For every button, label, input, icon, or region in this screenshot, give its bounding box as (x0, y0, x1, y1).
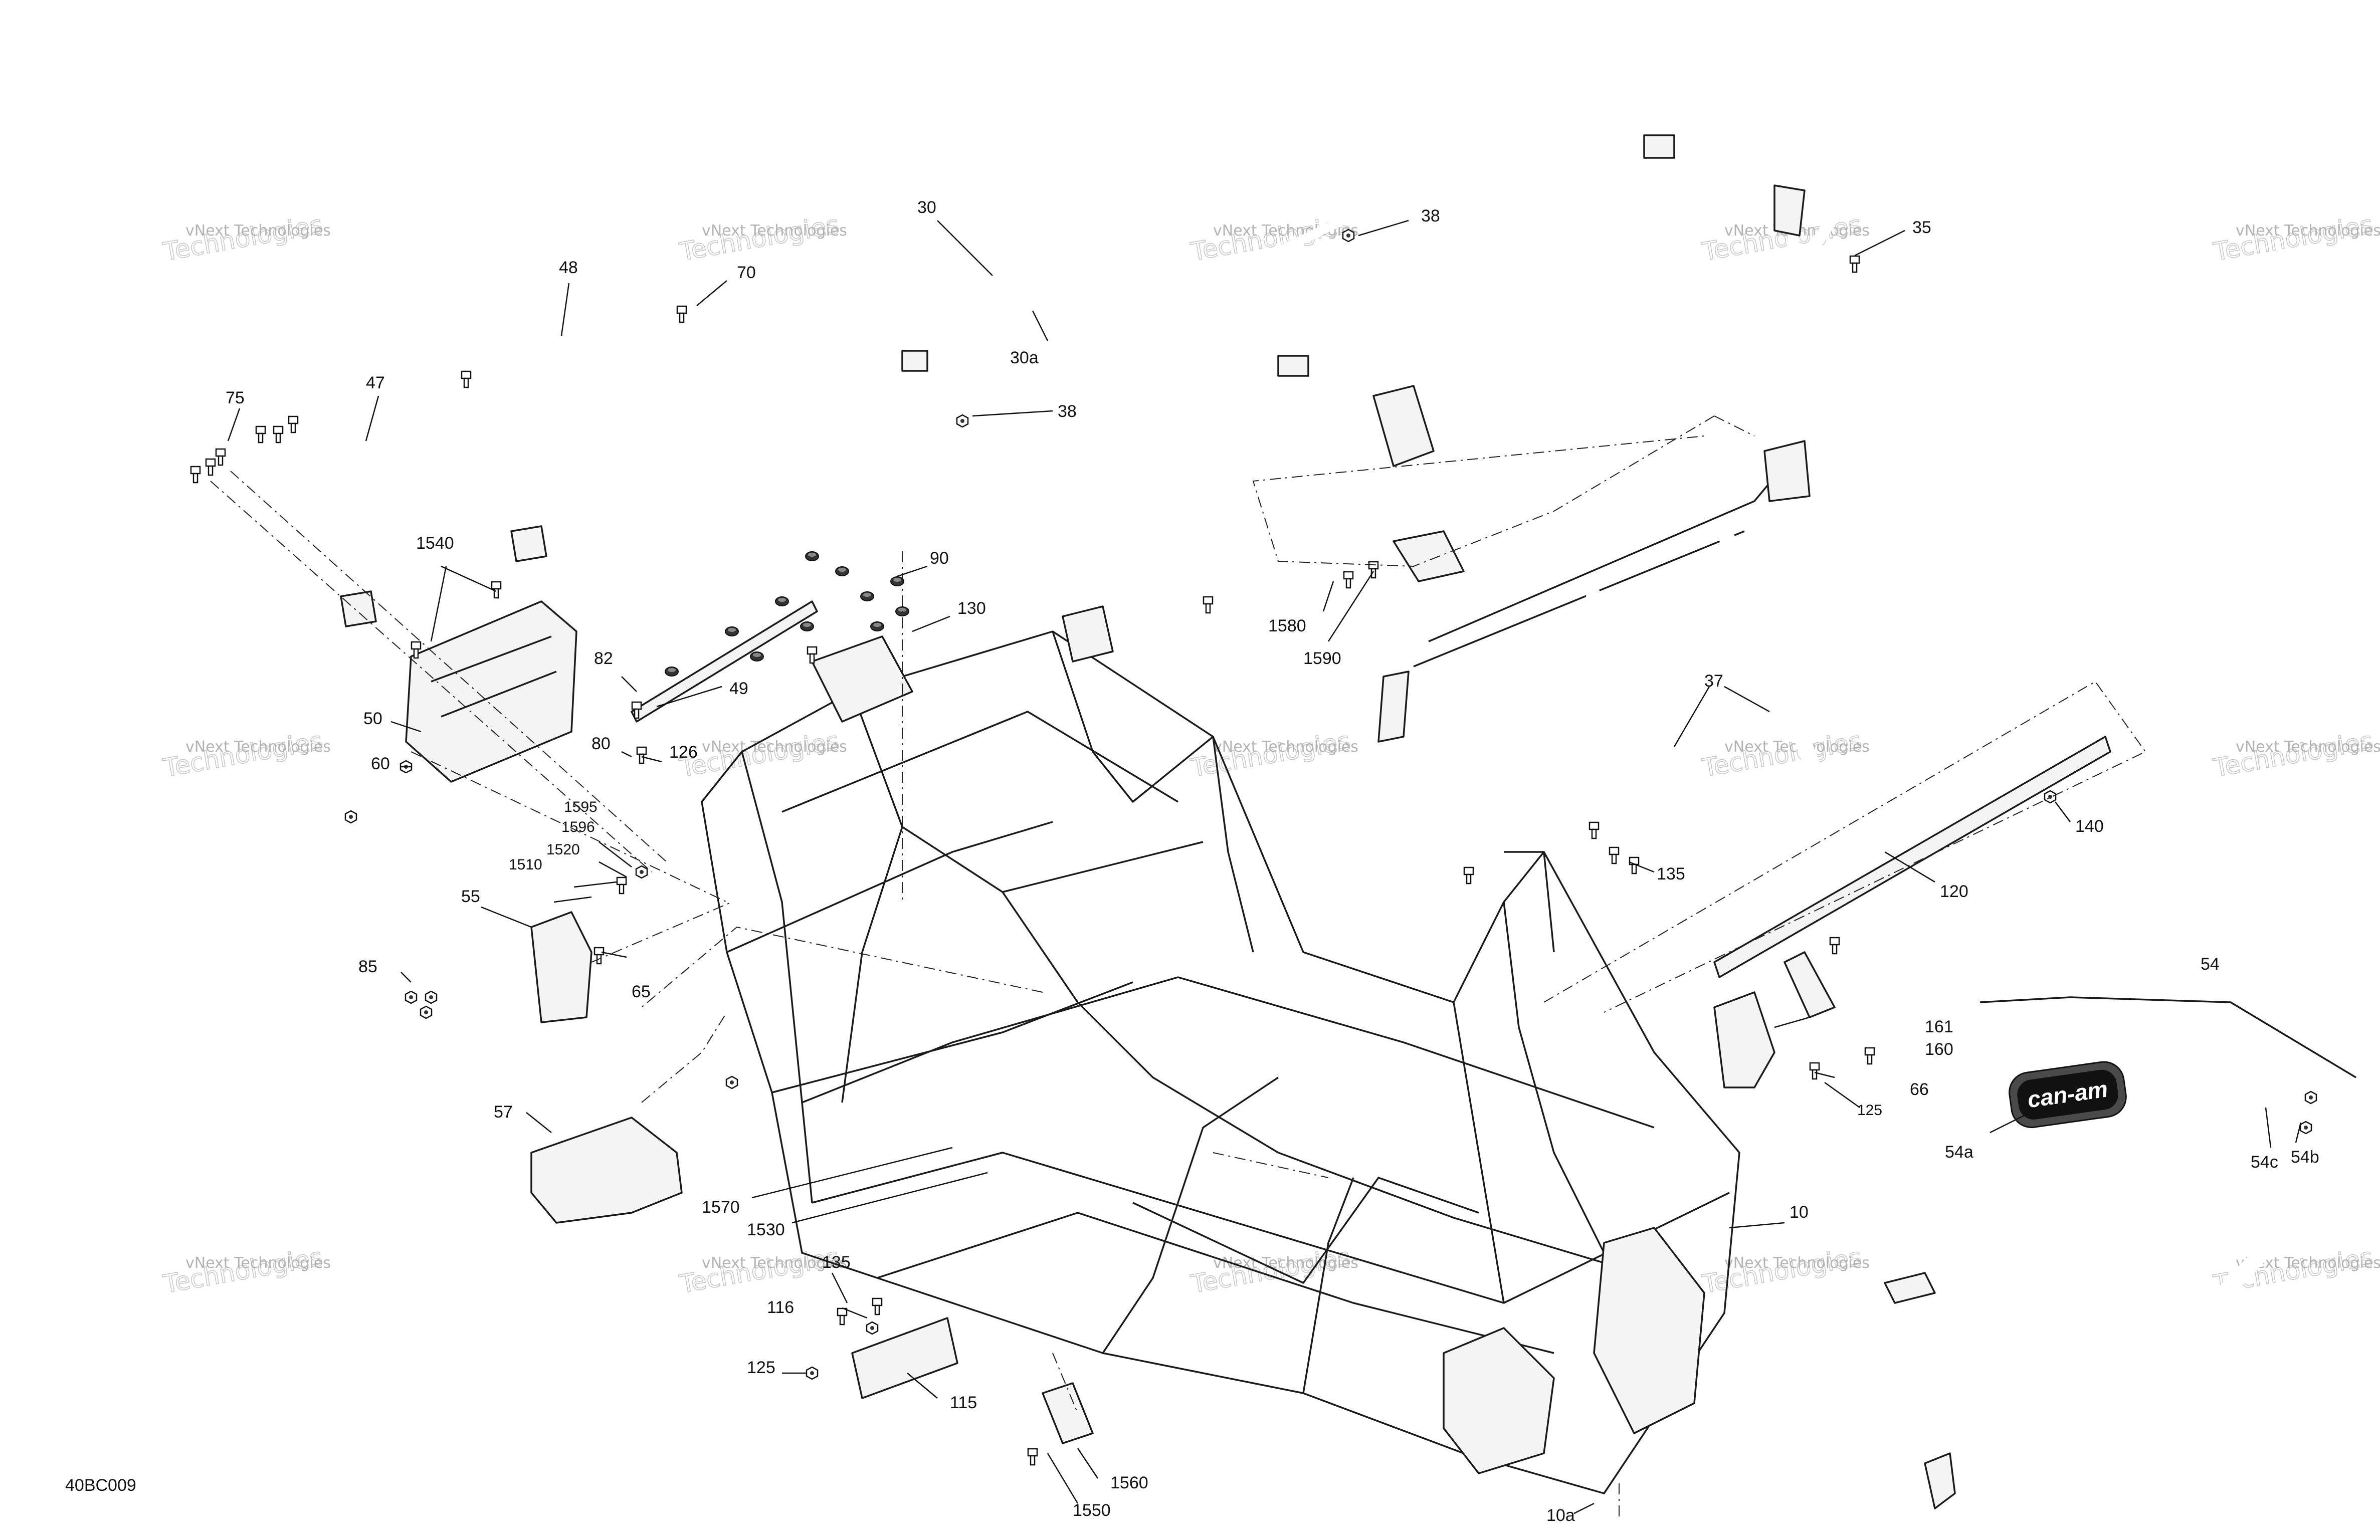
callout-48: 48 (559, 258, 578, 277)
assembly-lines (210, 415, 2146, 1518)
struts (1586, 523, 1823, 835)
callout-38: 38 (1058, 402, 1077, 421)
callout-85: 85 (358, 957, 377, 976)
callout-160: 160 (1925, 1040, 1953, 1059)
callout-50: 50 (363, 709, 382, 728)
front-cage-tubes (319, 334, 789, 627)
callout-1596: 1596 (561, 819, 595, 835)
callout-57: 57 (494, 1103, 513, 1122)
callout-80: 80 (591, 734, 611, 753)
callout-65: 65 (632, 982, 651, 1001)
callout-1540: 1540 (416, 534, 454, 553)
callout-54b: 54b (2291, 1148, 2319, 1167)
callout-120: 120 (1940, 882, 1968, 901)
callout-30: 30 (917, 198, 936, 217)
callout-66: 66 (1910, 1080, 1929, 1099)
callout-1560: 1560 (1110, 1473, 1148, 1492)
callout-1510: 1510 (509, 856, 542, 873)
callout-54a: 54a (1945, 1143, 1973, 1162)
diagram-code: 40BC009 (65, 1476, 136, 1495)
rear-cage (1372, 184, 1851, 743)
main-frame (701, 605, 1740, 1494)
callout-90: 90 (930, 549, 949, 568)
callout-1550: 1550 (1073, 1501, 1111, 1520)
callout-1530: 1530 (747, 1220, 785, 1239)
callout-130: 130 (957, 599, 986, 618)
callout-37: 37 (1704, 672, 1723, 691)
callout-55: 55 (461, 887, 480, 906)
callout-82: 82 (594, 649, 613, 668)
callout-38: 38 (1421, 206, 1440, 226)
callout-10: 10 (1790, 1203, 1809, 1222)
callout-161: 161 (1925, 1017, 1953, 1036)
can-am-logo: can-am (2009, 1061, 2127, 1129)
callout-1520: 1520 (546, 841, 580, 858)
callout-54c: 54c (2251, 1153, 2278, 1172)
callout-54: 54 (2201, 955, 2220, 974)
callout-1580: 1580 (1268, 616, 1306, 635)
callout-115: 115 (950, 1393, 977, 1412)
callout-116: 116 (767, 1298, 794, 1317)
callout-47: 47 (366, 373, 385, 392)
callout-1570: 1570 (702, 1198, 740, 1217)
callout-10a: 10a (1546, 1506, 1575, 1525)
callout-49: 49 (729, 679, 748, 698)
callout-1590: 1590 (1303, 649, 1341, 668)
callout-75: 75 (226, 388, 245, 407)
front-bumper (1715, 996, 2356, 1509)
callout-125: 125 (747, 1358, 775, 1377)
brackets (405, 600, 1836, 1444)
leader-lines (227, 219, 2302, 1514)
roll-cage-top (901, 65, 1675, 377)
callout-60: 60 (371, 754, 390, 773)
side-rail (1713, 736, 2111, 978)
callout-125: 125 (1857, 1102, 1882, 1119)
callout-140: 140 (2075, 817, 2104, 836)
callout-70: 70 (737, 263, 756, 282)
callout-135: 135 (822, 1253, 851, 1272)
callout-labels: 30 30a 38 38 35 48 70 47 75 1540 90 130 … (65, 198, 2319, 1525)
callout-126: 126 (669, 743, 698, 762)
callout-1595: 1595 (564, 799, 598, 815)
callout-30a: 30a (1010, 348, 1039, 367)
callout-135: 135 (1657, 864, 1685, 884)
callout-35: 35 (1912, 218, 1931, 237)
